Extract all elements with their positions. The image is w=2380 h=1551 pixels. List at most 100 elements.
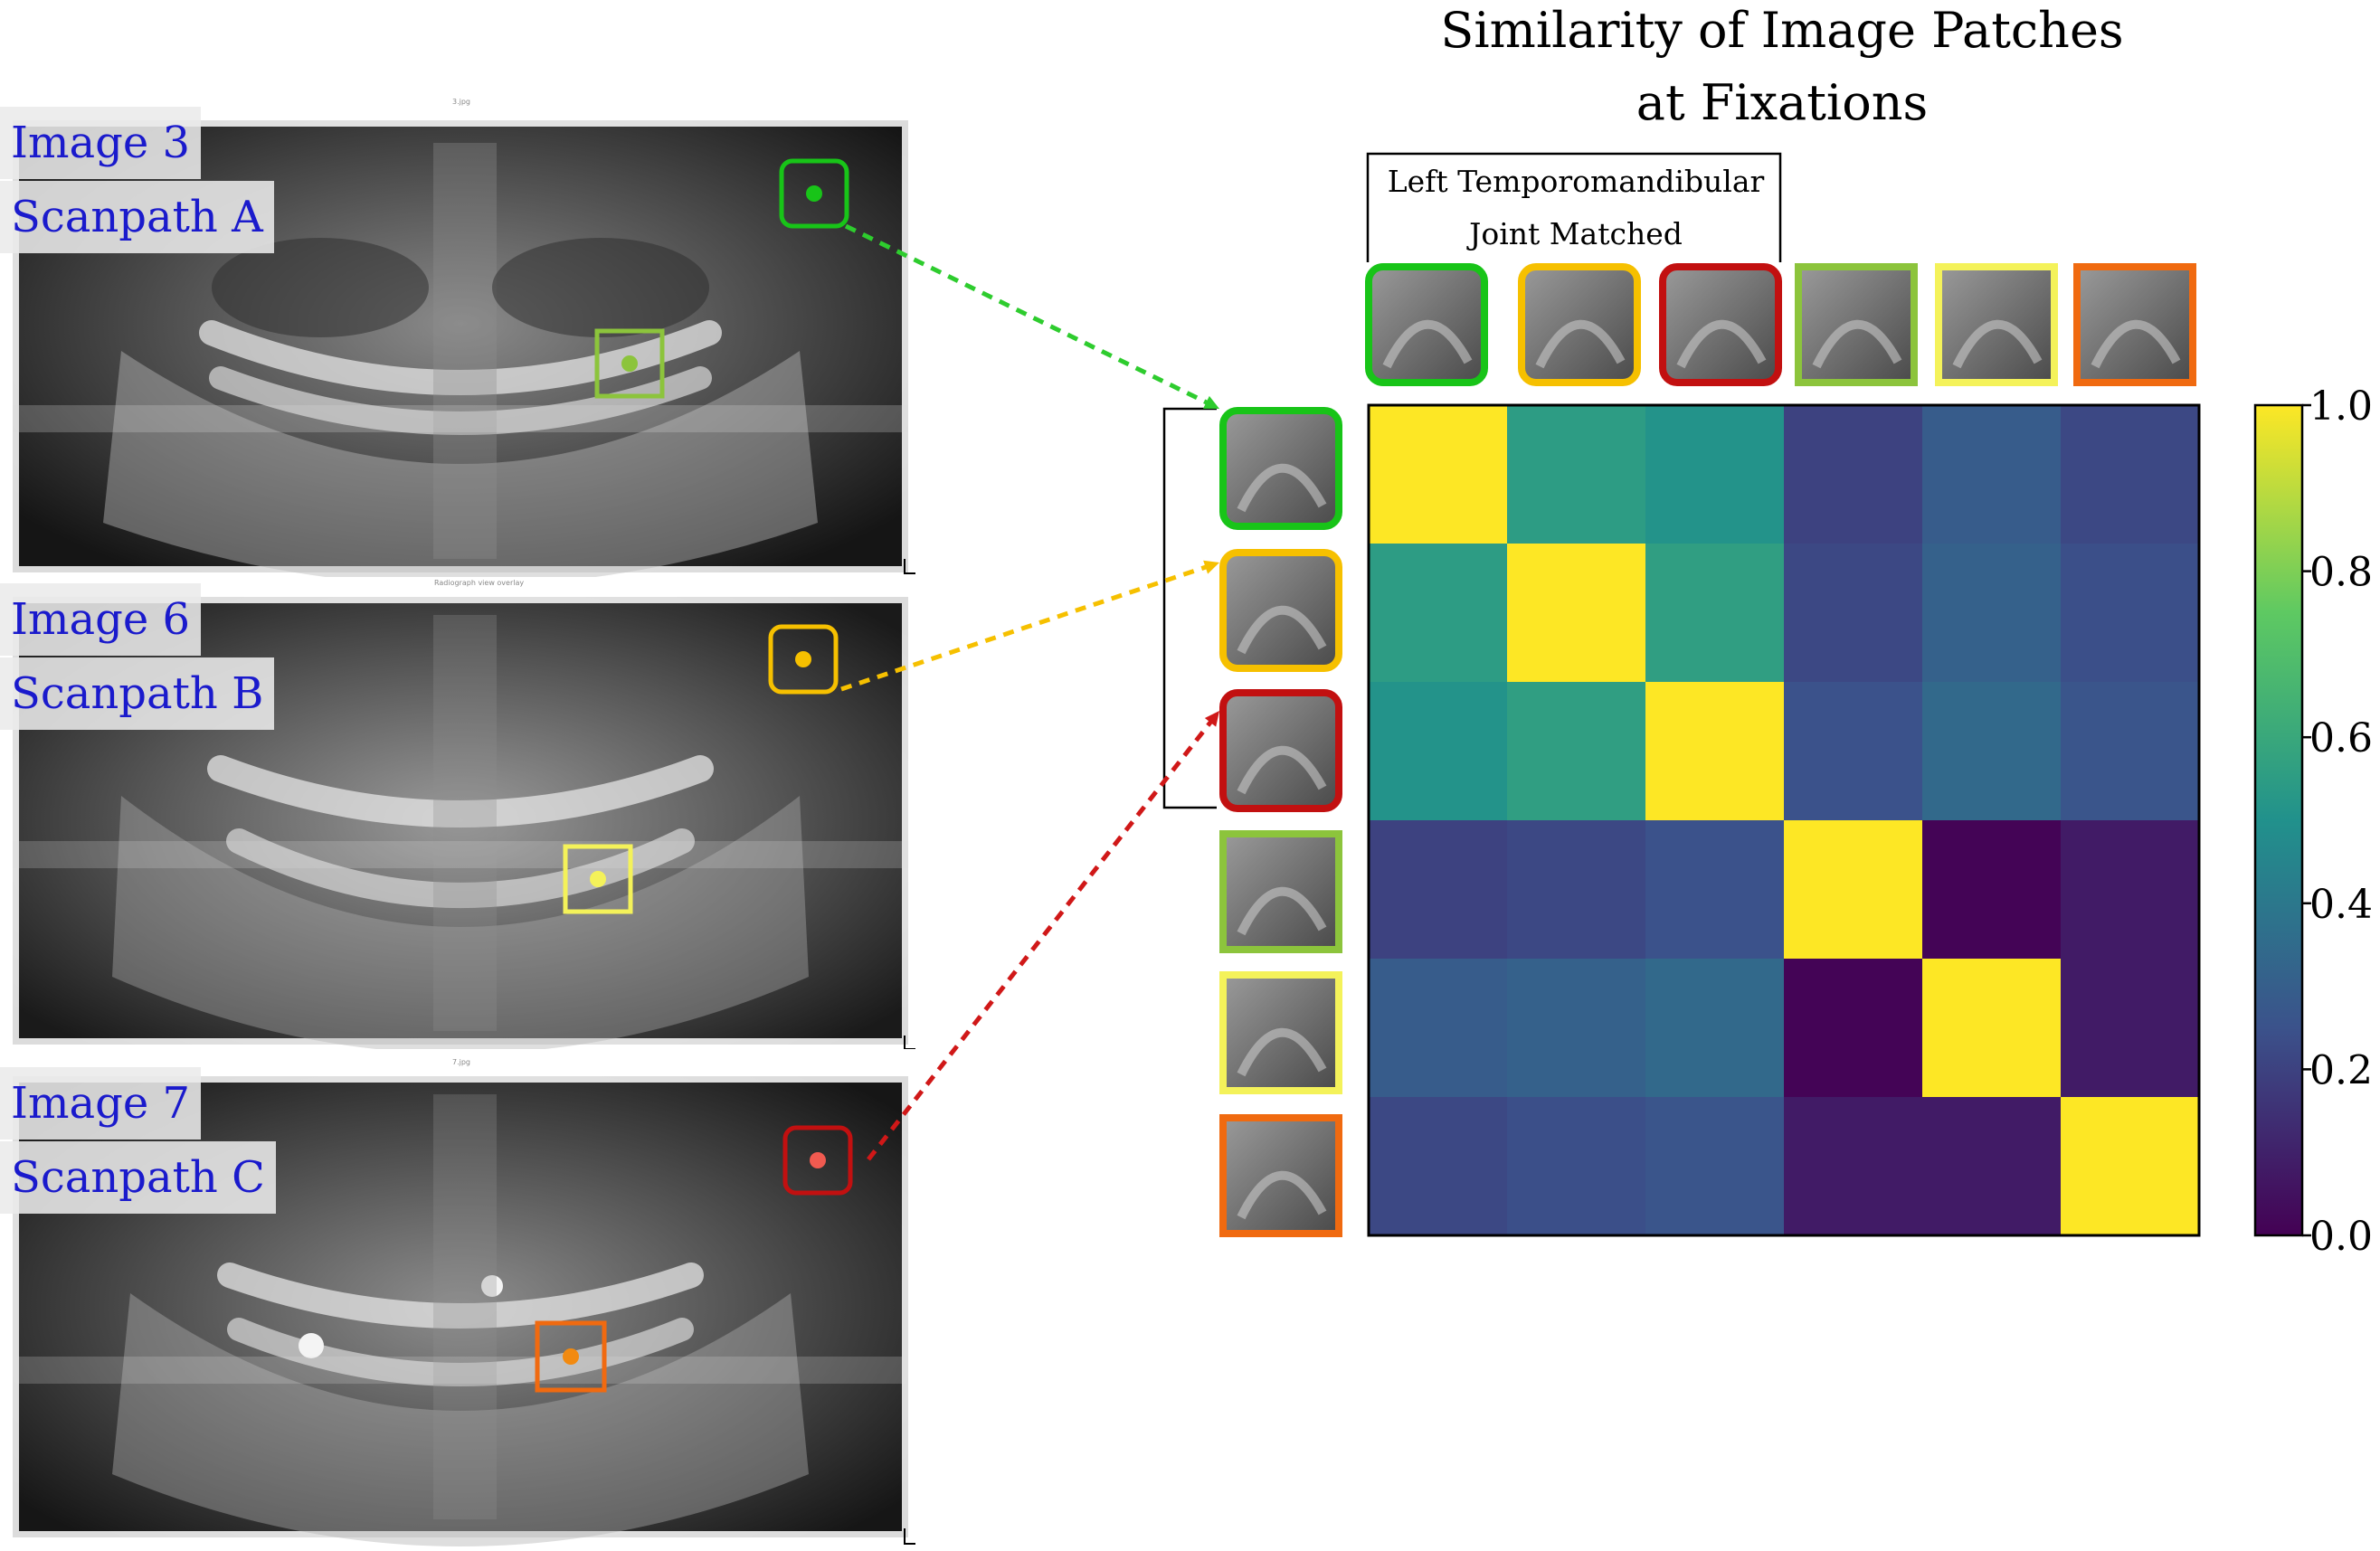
- chart-title-line-2: at Fixations: [1636, 74, 1929, 131]
- heatmap-cell-r1-c6: [2061, 405, 2200, 544]
- left-patch-5: [1219, 971, 1342, 1094]
- fixation-box-lightgreen: [594, 328, 665, 399]
- heatmap: [1367, 403, 2201, 1237]
- top-patch-5: [1935, 263, 2058, 386]
- heatmap-cell-r6-c5: [1922, 1097, 2062, 1236]
- colorbar-tick-label-1.0: 1.0: [2309, 383, 2373, 430]
- heatmap-cell-r5-c5: [1922, 959, 2062, 1098]
- left-patch-1: [1219, 407, 1342, 530]
- fixation-box-orange: [535, 1320, 607, 1393]
- heatmap-cell-r2-c1: [1369, 544, 1508, 683]
- heatmap-cell-r3-c3: [1645, 682, 1785, 821]
- heatmap-cell-r5-c4: [1784, 959, 1923, 1098]
- top-patch-3: [1659, 263, 1782, 386]
- top-patch-row: [1365, 263, 2196, 386]
- heatmap-cell-r6-c4: [1784, 1097, 1923, 1236]
- heatmap-cell-r3-c2: [1507, 682, 1646, 821]
- fixation-box-lightyellow: [563, 844, 633, 914]
- heatmap-cell-r3-c1: [1369, 682, 1508, 821]
- image-label: Image 7: [0, 1067, 202, 1140]
- heatmap-cell-r5-c3: [1645, 959, 1785, 1098]
- connectors: [840, 152, 1782, 1161]
- chart-title-line-1: Similarity of Image Patches: [1440, 2, 2124, 59]
- heatmap-cell-r4-c2: [1507, 820, 1646, 960]
- heatmap-cell-r1-c3: [1645, 405, 1785, 544]
- fixation-box-green: [779, 158, 849, 229]
- panel-overlay: [594, 158, 915, 574]
- colorbar-tick-label-0.8: 0.8: [2309, 550, 2373, 596]
- arrow-head-1: [1203, 395, 1219, 409]
- arrow-head-3: [1204, 711, 1219, 727]
- heatmap-cell-r4-c6: [2061, 820, 2200, 960]
- left-patch-2: [1219, 549, 1342, 672]
- bracket-label-line-2: Joint Matched: [1469, 216, 1683, 251]
- arrow-head-2: [1203, 560, 1219, 574]
- left-patch-6: [1219, 1114, 1342, 1237]
- top-patch-2: [1518, 263, 1641, 386]
- heatmap-cell-r2-c3: [1645, 544, 1785, 683]
- fixation-dot-red: [810, 1152, 826, 1168]
- heatmap-cell-r3-c6: [2061, 682, 2200, 821]
- bracket-label: Left Temporomandibular Joint Matched: [1368, 156, 1784, 260]
- heatmap-cell-r2-c4: [1784, 544, 1923, 683]
- heatmap-cell-r1-c1: [1369, 405, 1508, 544]
- heatmap-cell-r6-c6: [2061, 1097, 2200, 1236]
- heatmap-cell-r5-c2: [1507, 959, 1646, 1098]
- top-patch-6: [2073, 263, 2196, 386]
- heatmap-cell-r6-c2: [1507, 1097, 1646, 1236]
- heatmap-cell-r2-c2: [1507, 544, 1646, 683]
- fixation-dot-green: [806, 185, 822, 202]
- colorbar-tick-label-0.2: 0.2: [2309, 1047, 2373, 1093]
- heatmap-cell-r4-c4: [1784, 820, 1923, 960]
- heatmap-cell-r3-c4: [1784, 682, 1923, 821]
- fixation-box-yellow: [768, 624, 839, 695]
- corner-mark: [904, 559, 915, 574]
- heatmap-cell-r4-c1: [1369, 820, 1508, 960]
- top-patch-1: [1365, 263, 1488, 386]
- radiograph-panel-image-6: Image 6 Scanpath B Radiograph view overl…: [0, 579, 932, 1049]
- heatmap-cell-r5-c1: [1369, 959, 1508, 1098]
- bracket-label-line-1: Left Temporomandibular: [1387, 164, 1765, 199]
- left-bracket: [1162, 407, 1217, 809]
- image-label: Image 6: [0, 583, 202, 656]
- scanpath-label: Scanpath A: [0, 181, 274, 253]
- scanpath-label: Scanpath C: [0, 1141, 276, 1214]
- heatmap-cell-r3-c5: [1922, 682, 2062, 821]
- heatmap-cell-r2-c6: [2061, 544, 2200, 683]
- tiny-header: 7.jpg: [452, 1058, 471, 1066]
- heatmap-cell-r5-c6: [2061, 959, 2200, 1098]
- fixation-dot-lightyellow: [590, 871, 606, 887]
- radiograph-image: [13, 114, 908, 577]
- panel-overlay: [535, 1125, 915, 1545]
- corner-mark: [904, 1528, 915, 1545]
- fixation-dot-orange: [563, 1348, 579, 1365]
- heatmap-cell-r4-c5: [1922, 820, 2062, 960]
- corner-mark: [904, 1036, 915, 1049]
- scanpath-label: Scanpath B: [0, 657, 275, 730]
- colorbar-tick-label-0.0: 0.0: [2309, 1214, 2373, 1260]
- fixation-box-red: [782, 1125, 853, 1196]
- top-patch-4: [1795, 263, 1918, 386]
- fixation-dot-yellow: [795, 651, 811, 667]
- heatmap-cell-r1-c2: [1507, 405, 1646, 544]
- heatmap-cell-r1-c5: [1922, 405, 2062, 544]
- image-label: Image 3: [0, 107, 202, 179]
- colorbar-gradient: [2253, 403, 2304, 1237]
- panel-overlay: [563, 624, 915, 1049]
- colorbar-tick-label-0.4: 0.4: [2309, 882, 2373, 928]
- tiny-header: Radiograph view overlay: [434, 579, 525, 587]
- heatmap-frame: [1367, 403, 2201, 1237]
- heatmap-cell-r6-c1: [1369, 1097, 1508, 1236]
- heatmap-cell-r1-c4: [1784, 405, 1923, 544]
- heatmap-cell-r2-c5: [1922, 544, 2062, 683]
- left-patch-4: [1219, 830, 1342, 953]
- colorbar-tick-label-0.6: 0.6: [2309, 715, 2373, 761]
- tiny-header: 3.jpg: [452, 98, 471, 106]
- radiograph-panel-image-3: Image 3 Scanpath A 3.jpg: [0, 98, 932, 577]
- left-patch-3: [1219, 689, 1342, 812]
- radiograph-panel-image-7: Image 7 Scanpath C 7.jpg: [0, 1049, 932, 1551]
- fixation-dot-lightgreen: [621, 355, 638, 372]
- left-patch-column: [1219, 407, 1342, 1237]
- heatmap-cell-r4-c3: [1645, 820, 1785, 960]
- colorbar: 0.0 0.2 0.4 0.6 0.8 1.0: [2253, 383, 2373, 1260]
